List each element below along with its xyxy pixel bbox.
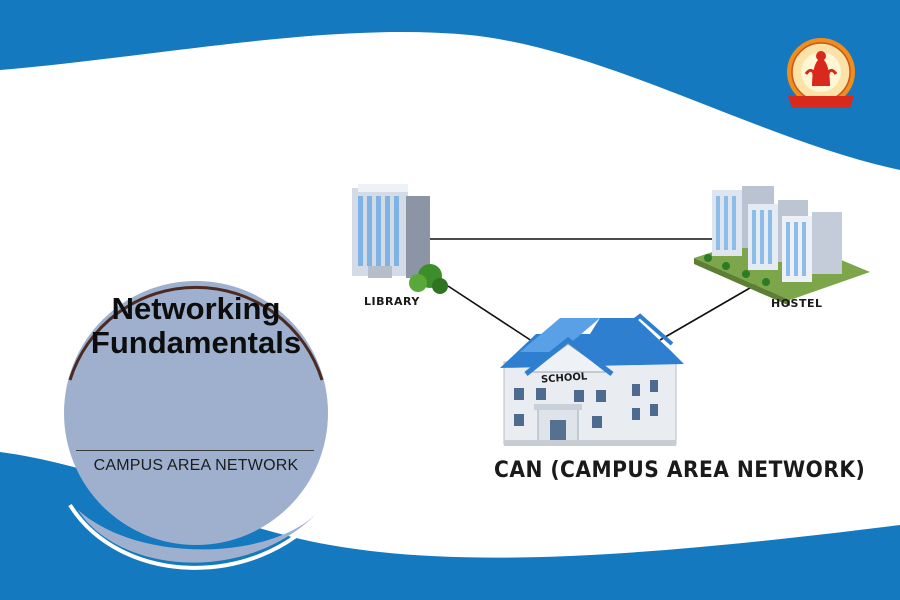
hostel-label: HOSTEL bbox=[771, 297, 823, 310]
title-circle-ring bbox=[68, 285, 324, 381]
title-circle bbox=[64, 281, 328, 545]
title-block: Networking Fundamentals bbox=[64, 292, 328, 360]
bottom-blue-band bbox=[0, 452, 900, 600]
subtitle: CAMPUS AREA NETWORK bbox=[93, 457, 299, 474]
title-line-2: Fundamentals bbox=[90, 325, 302, 360]
school-building-icon bbox=[500, 313, 684, 446]
hostel-buildings-icon bbox=[694, 186, 870, 306]
top-blue-band bbox=[0, 0, 900, 170]
library-building-icon bbox=[352, 184, 448, 294]
link-hostel-school bbox=[659, 280, 763, 341]
diagram-caption: CAN (CAMPUS AREA NETWORK) bbox=[494, 458, 866, 483]
title-circle-swoosh bbox=[78, 510, 320, 563]
link-library-school bbox=[447, 285, 539, 346]
library-label: LIBRARY bbox=[364, 295, 420, 308]
college-logo-icon bbox=[787, 38, 855, 108]
title-line-1: Networking bbox=[111, 291, 281, 326]
title-circle-swoosh-edge bbox=[68, 503, 324, 570]
title-divider bbox=[76, 450, 314, 451]
